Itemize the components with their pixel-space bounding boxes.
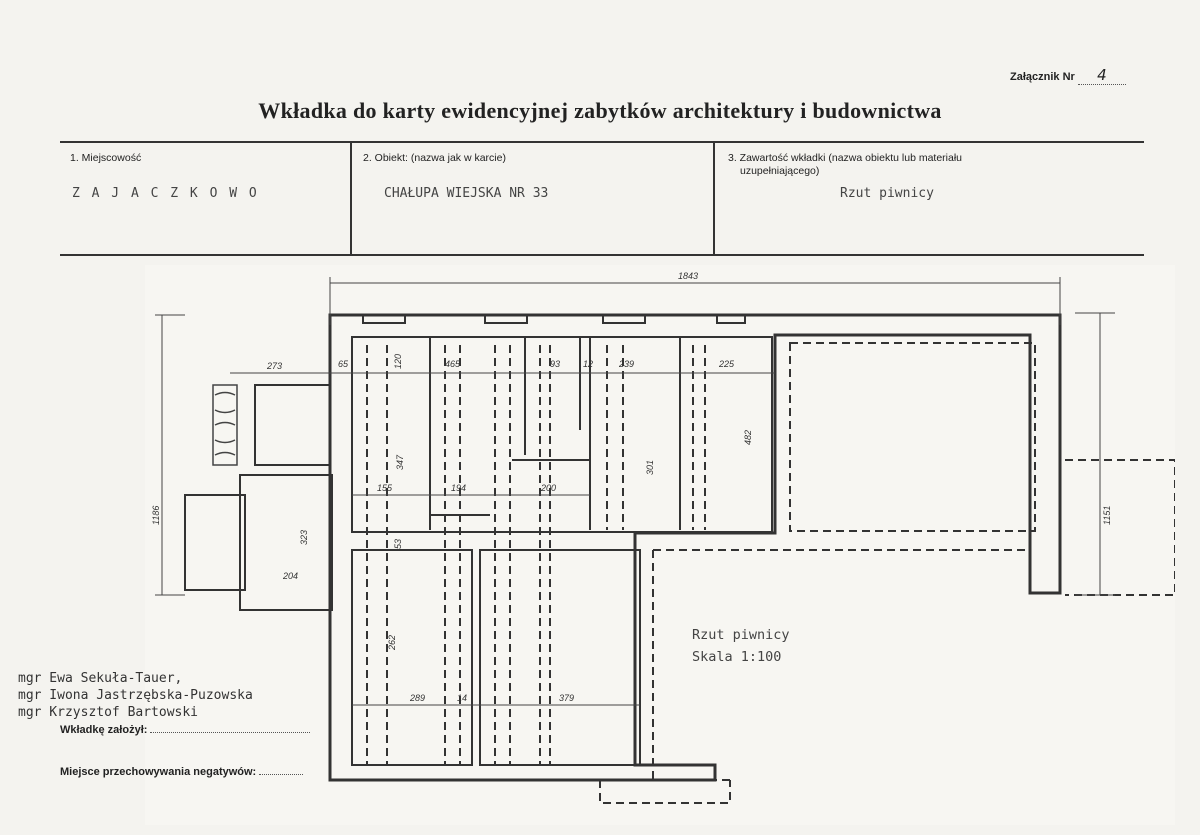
negatives-field: Miejsce przechowywania negatywów: bbox=[60, 766, 304, 778]
header-bottom-rule bbox=[60, 254, 1144, 256]
created-by-line bbox=[150, 732, 311, 733]
created-by-field: Wkładkę założył: bbox=[60, 724, 311, 736]
dim-14: 14 bbox=[457, 693, 467, 703]
dim-overall-height-left: 1186 bbox=[151, 506, 161, 525]
contents-label-line2: uzupełniającego) bbox=[740, 165, 820, 177]
dim-482: 482 bbox=[743, 430, 753, 445]
dim-262: 262 bbox=[387, 635, 397, 651]
author-2: mgr Iwona Jastrzębska-Puzowska bbox=[18, 688, 253, 703]
annex-label-text: Załącznik Nr bbox=[1010, 71, 1075, 83]
negatives-line bbox=[259, 774, 304, 775]
dim-12: 12 bbox=[583, 359, 593, 369]
dim-225: 225 bbox=[718, 359, 735, 369]
dim-239: 239 bbox=[618, 359, 634, 369]
dim-194: 194 bbox=[451, 483, 466, 493]
plan-scale: Skala 1:100 bbox=[692, 649, 782, 665]
contents-label-line1: 3. Zawartość wkładki (nazwa obiektu lub … bbox=[728, 152, 963, 164]
dim-301: 301 bbox=[645, 460, 655, 475]
dim-53: 53 bbox=[393, 539, 403, 549]
dim-204: 204 bbox=[282, 571, 298, 581]
object-label: 2. Obiekt: (nazwa jak w karcie) bbox=[363, 152, 506, 164]
annex-label: Załącznik Nr 4 bbox=[1010, 66, 1126, 85]
plan-paper bbox=[145, 265, 1175, 825]
plan-dimension-lines bbox=[155, 277, 1115, 706]
plan-title: Rzut piwnicy bbox=[692, 627, 790, 643]
cellar-floor-plan: 1843 1186 1151 273 65 120 465 93 12 239 … bbox=[145, 265, 1175, 825]
place-label: 1. Miejscowość bbox=[70, 152, 142, 164]
plan-dashed-outlines bbox=[366, 342, 1175, 804]
plan-dimension-labels: 1843 1186 1151 273 65 120 465 93 12 239 … bbox=[151, 271, 1112, 703]
dim-347: 347 bbox=[395, 454, 405, 470]
place-value: Z A J A C Z K O W O bbox=[72, 186, 259, 201]
header-divider-2 bbox=[713, 141, 715, 254]
dim-overall-width: 1843 bbox=[678, 271, 698, 281]
annex-number: 4 bbox=[1077, 66, 1126, 85]
dim-93: 93 bbox=[550, 359, 560, 369]
page-title: Wkładka do karty ewidencyjnej zabytków a… bbox=[258, 98, 942, 123]
created-by-label: Wkładkę założył: bbox=[60, 724, 148, 736]
author-1: mgr Ewa Sekuła-Tauer, bbox=[18, 671, 183, 686]
dim-120: 120 bbox=[393, 354, 403, 369]
plan-caption: Rzut piwnicy Skala 1:100 bbox=[692, 624, 790, 668]
dim-65: 65 bbox=[338, 359, 349, 369]
dim-overall-height-right: 1151 bbox=[1102, 506, 1112, 525]
dim-465: 465 bbox=[445, 359, 461, 369]
dim-289: 289 bbox=[409, 693, 425, 703]
contents-value: Rzut piwnicy bbox=[840, 186, 934, 201]
dim-200: 200 bbox=[540, 483, 556, 493]
dim-273: 273 bbox=[266, 361, 282, 371]
author-3: mgr Krzysztof Bartowski bbox=[18, 705, 199, 720]
negatives-label: Miejsce przechowywania negatywów: bbox=[60, 766, 257, 778]
dim-323: 323 bbox=[299, 530, 309, 545]
dim-155: 155 bbox=[377, 483, 393, 493]
authors-block: mgr Ewa Sekuła-Tauer, mgr Iwona Jastrzęb… bbox=[18, 670, 253, 721]
plan-stone-wall bbox=[212, 384, 238, 466]
header-top-rule bbox=[60, 141, 1144, 143]
object-value: CHAŁUPA WIEJSKA NR 33 bbox=[384, 186, 549, 201]
dim-379: 379 bbox=[559, 693, 574, 703]
header-divider-1 bbox=[350, 141, 352, 254]
